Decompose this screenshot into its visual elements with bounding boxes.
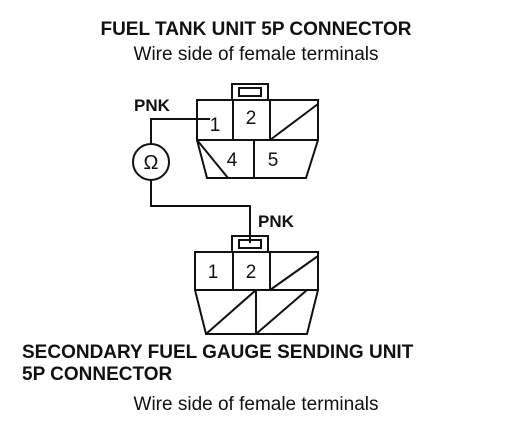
bottom-terminal-2-label: 2 xyxy=(246,262,257,283)
ohmmeter-symbol xyxy=(132,143,170,181)
bottom-connector-title-line1: SECONDARY FUEL GAUGE SENDING UNIT xyxy=(22,342,414,363)
bottom-connector-blocked-cell xyxy=(269,255,319,291)
top-connector-lock-slot xyxy=(238,87,262,97)
ohm-icon: Ω xyxy=(144,152,159,174)
top-connector-title: FUEL TANK UNIT 5P CONNECTOR xyxy=(100,19,412,40)
top-terminal-5-label: 5 xyxy=(268,150,279,171)
bottom-connector xyxy=(194,235,319,335)
wire-to-bottom-terminal-2 xyxy=(150,180,251,243)
wire-to-terminal-1 xyxy=(150,118,210,144)
bottom-wire-label: PNK xyxy=(258,212,295,231)
top-connector-blocked-cell xyxy=(269,103,319,141)
top-terminal-4-label: 4 xyxy=(227,150,238,171)
bottom-connector-subtitle: Wire side of female terminals xyxy=(133,394,379,415)
bottom-connector-blocked-cell-5 xyxy=(255,289,308,335)
bottom-connector-title-line2: 5P CONNECTOR xyxy=(22,364,173,385)
bottom-connector-blocked-cell-4 xyxy=(205,289,257,335)
top-wire-label: PNK xyxy=(134,96,171,115)
bottom-terminal-1-label: 1 xyxy=(208,262,219,283)
top-connector-empty-cell xyxy=(196,139,229,179)
top-connector-subtitle: Wire side of female terminals xyxy=(133,44,379,65)
top-terminal-1-label: 1 xyxy=(210,115,221,136)
bottom-connector-lock-slot xyxy=(238,239,262,249)
top-connector-lock-tab xyxy=(231,83,269,101)
top-terminal-2-label: 2 xyxy=(246,108,257,129)
top-connector xyxy=(196,83,319,179)
